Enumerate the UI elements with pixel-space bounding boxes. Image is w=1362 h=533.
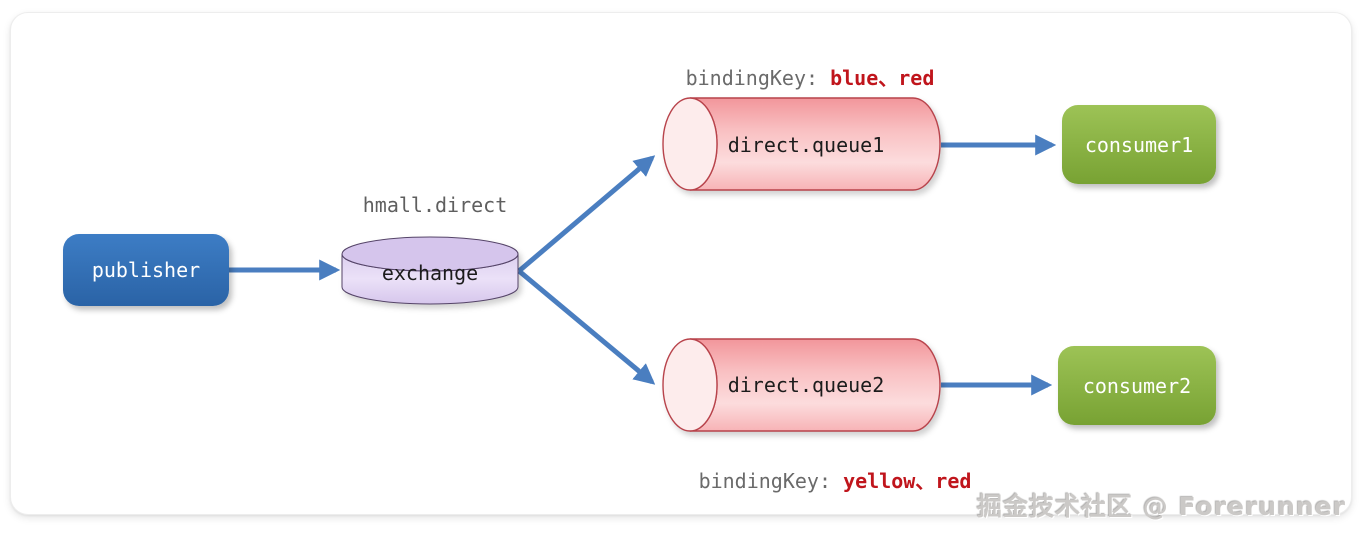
publisher-node: publisher: [63, 234, 229, 306]
queue2-cylinder: [662, 338, 941, 432]
queue2-binding-key-values: yellow、red: [843, 469, 972, 493]
queue1-binding-key-prefix: bindingKey:: [685, 66, 831, 90]
consumer1-node: consumer1: [1062, 105, 1216, 184]
consumer2-node: consumer2: [1058, 346, 1216, 425]
queue2-binding-key-label: bindingKey: yellow、red: [665, 465, 1005, 494]
publisher-label: publisher: [91, 258, 201, 282]
queue1-cylinder: [662, 97, 941, 191]
exchange-caption: hmall.direct: [362, 193, 508, 217]
arrow-exchange-to-queue1: [517, 155, 656, 273]
arrow-exchange-to-queue2: [517, 269, 656, 385]
exchange-cylinder: [341, 236, 519, 305]
diagram-card: [10, 12, 1352, 515]
queue1-binding-key-values: blue、red: [830, 66, 935, 90]
consumer2-label: consumer2: [1082, 373, 1192, 398]
queue1-binding-key-label: bindingKey: blue、red: [645, 62, 975, 91]
consumer1-label: consumer1: [1084, 132, 1194, 157]
queue2-binding-key-prefix: bindingKey:: [698, 469, 844, 493]
watermark: 掘金技术社区 @ Forerunner: [977, 492, 1346, 521]
